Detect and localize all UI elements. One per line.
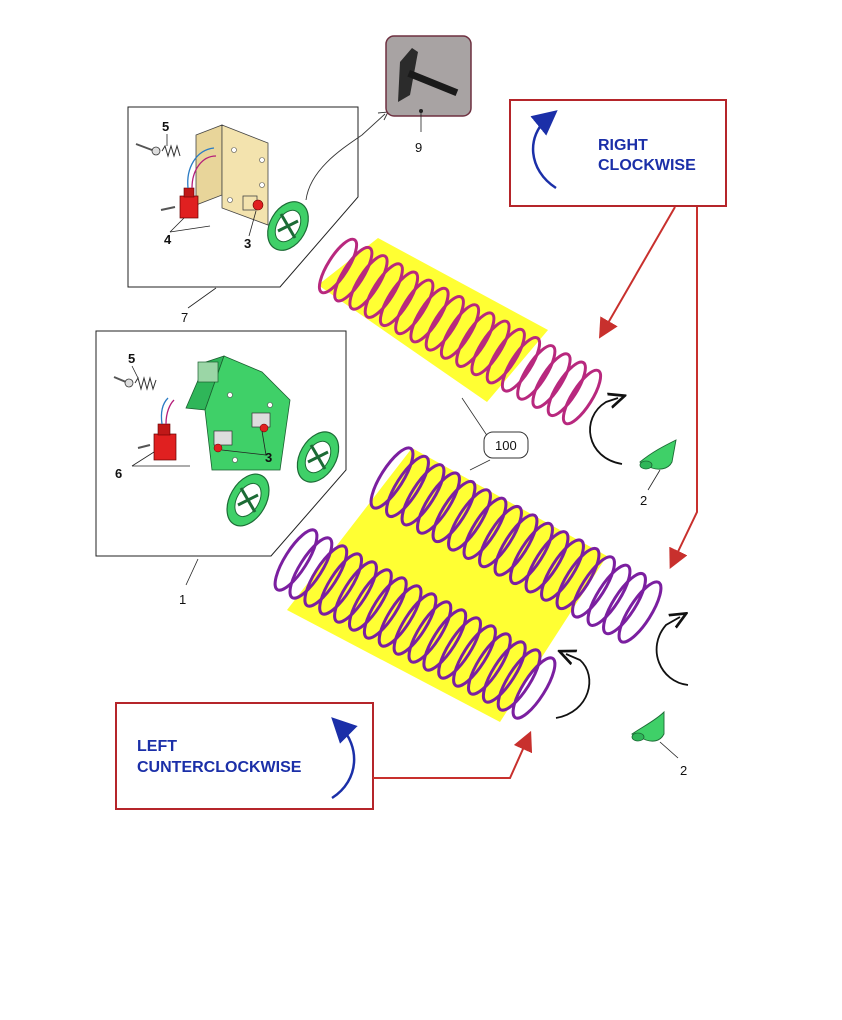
box1-screw [113,376,157,391]
box7-frame [127,106,359,288]
right-callout-line2: CLOCKWISE [598,157,696,174]
curved-arrow-counterclockwise-icon [331,717,358,800]
box7-socket-red [252,199,264,211]
box1-frame [95,330,347,557]
wheel-to-motor-leader [305,113,386,201]
end-cap-top-icon [639,439,677,470]
spring-coil-turn [333,560,378,624]
end-cap-bottom-icon [631,710,665,742]
spring-coil-turn [500,336,542,393]
spring-coil-turn [555,546,601,611]
spring-coil-turn [452,624,497,688]
right-callout-line1: RIGHT [598,137,648,154]
box1-wheel-upper-icon [296,431,340,483]
spring-coil-turn [493,513,539,577]
spring-coil-turn [602,571,647,636]
red-arrow-to-mid-spring [669,207,698,570]
spring-coil-turn [409,286,450,344]
end-cap-top-label: 2 [640,493,647,508]
box7-label-switch: 4 [164,232,172,247]
spring-coil-turn [561,368,603,426]
spring-coil-turn [422,608,468,672]
motor-label: 9 [415,140,422,155]
box1-motor-cylinder [197,361,219,383]
spring-coil-turn [317,237,359,295]
box7-label-number: 7 [181,310,188,325]
box1-label-socket: 3 [265,450,272,465]
spring-coil-turn [424,295,465,352]
spring-coil-middle [369,446,663,644]
rotation-arrow-right-icon [655,617,688,686]
spring-coil-lower [273,528,557,720]
spring-coil-turn [318,552,363,616]
spring-coil-turn [392,592,438,656]
box7-switch [179,187,199,219]
spring-coil-turn [363,262,404,319]
box1-switch [153,423,177,461]
left-callout-box [115,702,374,810]
spring-coil-turn [496,648,542,712]
spring-coil-turn [378,270,420,328]
yellow-sheet-lower [287,448,607,722]
spring-coil-turn [467,632,512,696]
box1-label-screw: 5 [128,351,135,366]
spring-coil-turn [546,360,587,418]
spring-tag-box [483,431,529,459]
spring-coil-turn [481,640,527,704]
spring-coil-turn [407,600,453,664]
spring-coil-turn [485,327,526,385]
spring-coil-turn [509,521,554,586]
spring-coil-turn [524,530,570,594]
left-callout-line2: CUNTERCLOCKWISE [137,759,302,776]
spring-coil-turn [416,471,461,535]
box1-label-number: 1 [179,592,186,607]
box7-wires [187,147,215,189]
spring-coil-turn [439,303,481,360]
rotation-arrow-left-icon [555,654,591,719]
spring-coil-turn [447,488,492,552]
spring-coil-turn [377,584,423,648]
motor-gear-icon [385,35,472,117]
box1-wheel-lower-icon [226,473,270,527]
spring-coil-top [317,237,603,426]
curved-arrow-clockwise-icon [530,110,558,190]
rotation-arrow-top-icon [589,398,622,465]
spring-coil-turn [540,538,585,602]
spring-coil-turn [369,446,415,510]
spring-coil-turn [394,278,435,336]
spring-coil-turn [348,254,389,311]
red-arrow-to-top-spring [599,206,676,339]
spring-coil-turn [437,616,482,680]
spring-coil-turn [511,656,557,720]
spring-coil-turn [288,536,334,600]
box7-tan-plate [195,124,269,226]
spring-coil-turn [303,544,349,608]
spring-coil-turn [617,580,663,644]
spring-coil-turn [571,555,616,619]
spring-coil-turn [455,311,496,368]
spring-coil-turn [362,576,408,640]
spring-coil-turn [385,454,430,519]
spring-tag-label: 100 [495,438,517,453]
box7-label-screw: 5 [162,119,169,134]
box7-label-socket: 3 [244,236,251,251]
spring-coil-turn [400,463,446,527]
spring-coil-turn [516,344,557,401]
end-cap-bottom-label: 2 [680,763,687,778]
red-arrow-to-lower-spring [373,730,533,779]
box7-wheel-icon [267,201,309,251]
spring-coil-turn [586,563,632,627]
spring-coil-turn [348,568,393,632]
box7-screw [135,143,181,158]
spring-coil-turn [333,245,374,303]
spring-coil-turn [478,504,523,569]
spring-coil-turn [531,352,572,409]
spring-coil-turn [470,319,511,377]
spring-coil-turn [431,479,477,544]
spring-coil-turn [273,528,319,592]
spring-coil-turn [462,496,508,560]
box1-label-switch: 6 [115,466,122,481]
left-callout-line1: LEFT [137,738,177,755]
